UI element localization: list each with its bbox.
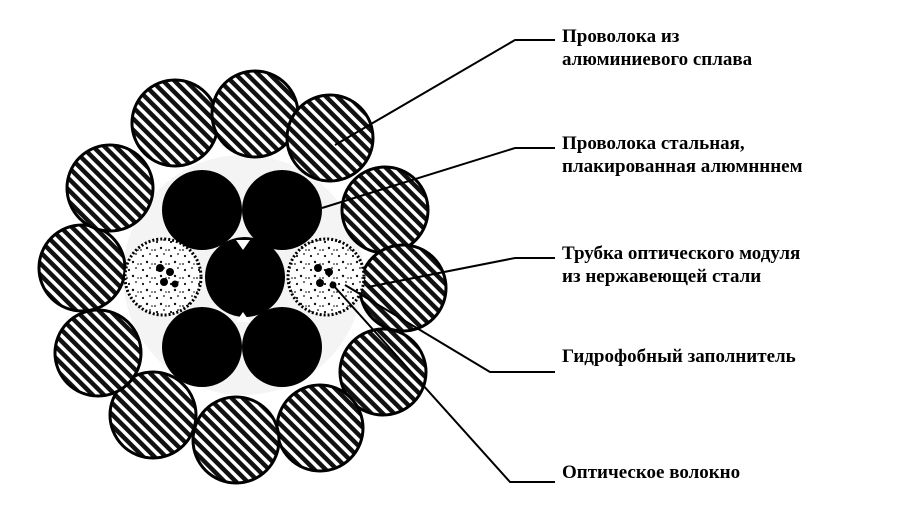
optical-fiber [160,278,168,286]
leader-line-fiber [332,284,555,483]
aluminum-wire [37,223,127,313]
steel-wire [242,170,322,250]
optical-tube [286,237,366,317]
label-steel-wire-line1: Проволока стальная, [562,133,745,154]
optical-fiber [166,268,174,276]
optical-fiber [156,264,164,272]
label-aluminum-wire-line1: Проволока из [562,26,680,47]
aluminum-wire [275,383,365,473]
optical-tube [123,237,203,317]
label-steel-wire-line2: плакированная алюмнннем [562,156,803,177]
aluminum-wire [191,395,281,485]
aluminum-wire [210,69,300,159]
leader-line-aluminum-wire [334,39,555,146]
leader-line-tube [367,257,555,288]
optical-module-right [286,237,366,317]
optical-fiber [314,264,322,272]
aluminum-wire [108,370,198,460]
steel-wire-group [162,170,322,387]
aluminum-wire-ring [37,69,448,485]
aluminum-wire [338,327,428,417]
leader-line-filler [344,284,555,373]
steel-wire [162,170,242,250]
optical-fiber [316,279,324,287]
label-fiber-line1: Оптическое волокно [562,462,741,483]
label-filler-line1: Гидрофобный заполнитель [562,346,796,367]
label-steel-wire: Проволока стальная, плакированная алюмнн… [562,132,803,178]
label-filler: Гидрофобный заполнитель [562,345,796,368]
steel-wire [162,307,242,387]
steel-wire [242,307,322,387]
label-aluminum-wire-line2: алюминиевого сплава [562,49,753,70]
aluminum-wire [65,143,155,233]
label-tube-line1: Трубка оптического модуля [562,243,801,264]
leader-lines [321,39,555,483]
steel-wire [205,237,285,317]
interstitial-gaps [236,240,250,322]
label-tube: Трубка оптического модуля из нержавеющей… [562,242,800,288]
label-fiber: Оптическое волокно [562,461,740,484]
aluminum-wire [130,78,220,168]
aluminum-wire [285,93,375,183]
leader-line-steel-wire [321,147,555,209]
aluminum-wire [358,243,448,333]
label-aluminum-wire: Проволока из алюминиевого сплава [562,25,752,71]
optical-fiber [171,280,179,288]
label-tube-line2: из нержавеющей стали [562,266,762,287]
optical-fiber [325,268,333,276]
optical-module-left [123,237,203,317]
aluminum-wire [53,308,143,398]
